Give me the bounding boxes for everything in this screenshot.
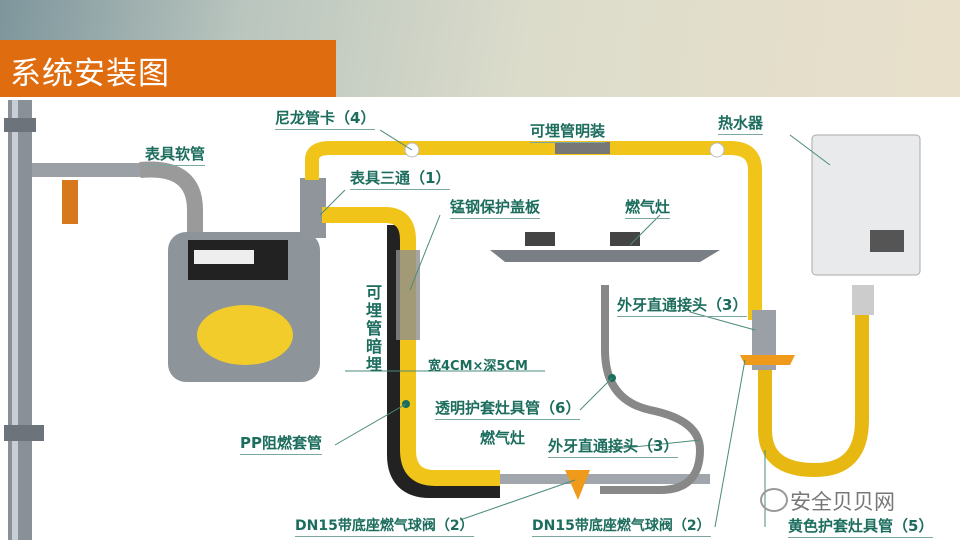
label-meter-tee: 表具三通（1） (350, 167, 451, 190)
label-stove-mid: 燃气灶 (480, 429, 526, 447)
label-nylon-clip: 尼龙管卡（4） (275, 107, 376, 130)
label-yellow-hose: 黄色护套灶具管（5） (788, 515, 934, 538)
label-connector-right: 外牙直通接头（3） (617, 294, 748, 317)
label-buried-pipe: 可埋管暗埋 (366, 283, 383, 374)
page-title: 系统安装图 (10, 56, 170, 92)
label-ball-valve-right: DN15带底座燃气球阀（2） (532, 515, 711, 537)
buried-yellow-pipe (322, 207, 500, 486)
exposed-yellow-pipe (305, 141, 762, 320)
riser-valve-handle (62, 180, 78, 224)
ball-valve-right (740, 355, 795, 365)
yellow-stove-hose (758, 300, 869, 478)
label-connector-bottom: 外牙直通接头（3） (548, 435, 679, 458)
watermark: 安全贝贝网 (790, 490, 895, 514)
meter-tee (300, 178, 326, 238)
title-banner: 系统安装图 (0, 40, 336, 97)
transparent-stove-hose (600, 285, 705, 494)
label-meter-hose: 表具软管 (145, 143, 206, 166)
label-water-heater: 热水器 (718, 112, 764, 135)
label-stove-top: 燃气灶 (625, 196, 671, 219)
label-pp-sleeve: PP阻燃套管 (240, 432, 322, 455)
label-steel-cover: 锰钢保护盖板 (450, 196, 541, 219)
ball-valve-left (565, 470, 590, 500)
wechat-icon (760, 488, 788, 512)
gas-riser-pipe (8, 100, 32, 540)
water-heater (811, 134, 921, 276)
gas-stove (490, 250, 720, 262)
label-exposed-pipe: 可埋管明装 (530, 120, 606, 143)
label-groove-size: 宽4CM×深5CM (428, 359, 528, 374)
label-transparent-hose: 透明护套灶具管（6） (435, 397, 581, 420)
label-ball-valve-left: DN15带底座燃气球阀（2） (295, 515, 474, 537)
meter-hose (139, 161, 203, 240)
